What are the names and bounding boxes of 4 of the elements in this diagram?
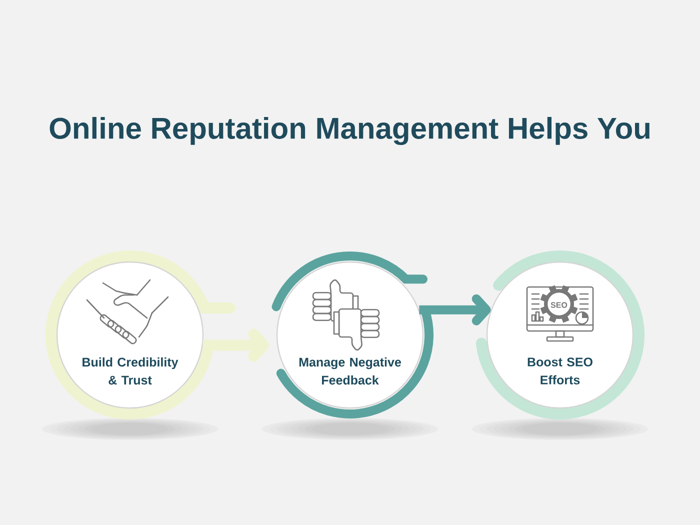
icon-text: SEO — [550, 302, 568, 308]
arrow — [419, 294, 491, 326]
arrow — [202, 328, 270, 362]
title: Online Reputation Management Helps You — [50, 116, 650, 146]
